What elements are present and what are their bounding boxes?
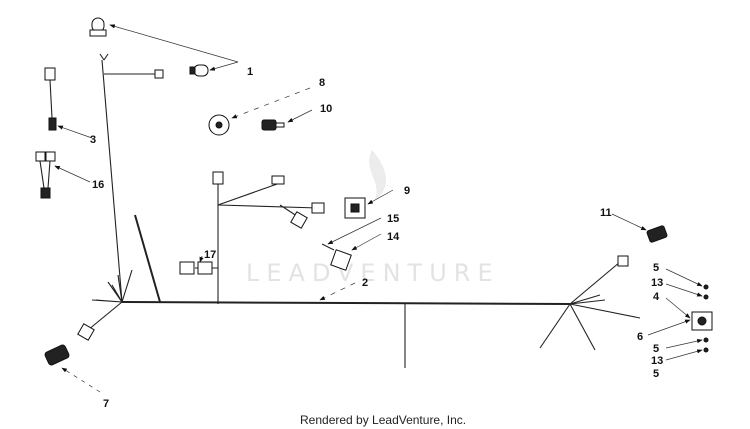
callout-6: 6 [637,331,643,343]
callout-13-bottom: 13 [651,355,663,367]
callout-4: 4 [653,291,660,303]
callout-5-top: 5 [653,262,659,274]
callout-11: 11 [600,207,612,219]
callout-9: 9 [404,185,410,197]
part-9-plate [344,197,366,219]
part-16-connector [35,151,56,199]
callout-8: 8 [319,77,325,89]
part-8-switch [208,114,230,136]
callout-1: 1 [247,66,253,78]
leader-lines [54,24,703,393]
callout-14: 14 [387,231,400,243]
part-7-connector [44,344,70,366]
part-17-connector [179,261,213,275]
part-1-bulbs [89,17,209,77]
watermark: LEADVENTURE [246,150,500,287]
callout-15: 15 [387,213,399,225]
callout-10: 10 [320,103,332,115]
callout-7: 7 [103,398,109,410]
callout-13-top: 13 [651,277,663,289]
part-3-wire [44,67,57,131]
part-14-relay [321,243,352,271]
callout-5-middle: 5 [653,343,659,355]
part-10-key [261,119,285,131]
harness-terminals [77,69,629,341]
part-6-bracket [691,284,713,353]
callout-3: 3 [90,134,96,146]
callout-2: 2 [362,277,368,289]
part-11-connector [646,225,668,243]
callout-labels: 1 2 3 4 5 5 5 6 7 8 9 10 11 13 13 14 15 … [90,66,663,410]
watermark-text: LEADVENTURE [246,259,500,287]
callout-17: 17 [204,249,216,261]
callout-16: 16 [92,179,104,191]
credit-text: Rendered by LeadVenture, Inc. [300,413,466,427]
callout-5-bottom: 5 [653,368,659,380]
